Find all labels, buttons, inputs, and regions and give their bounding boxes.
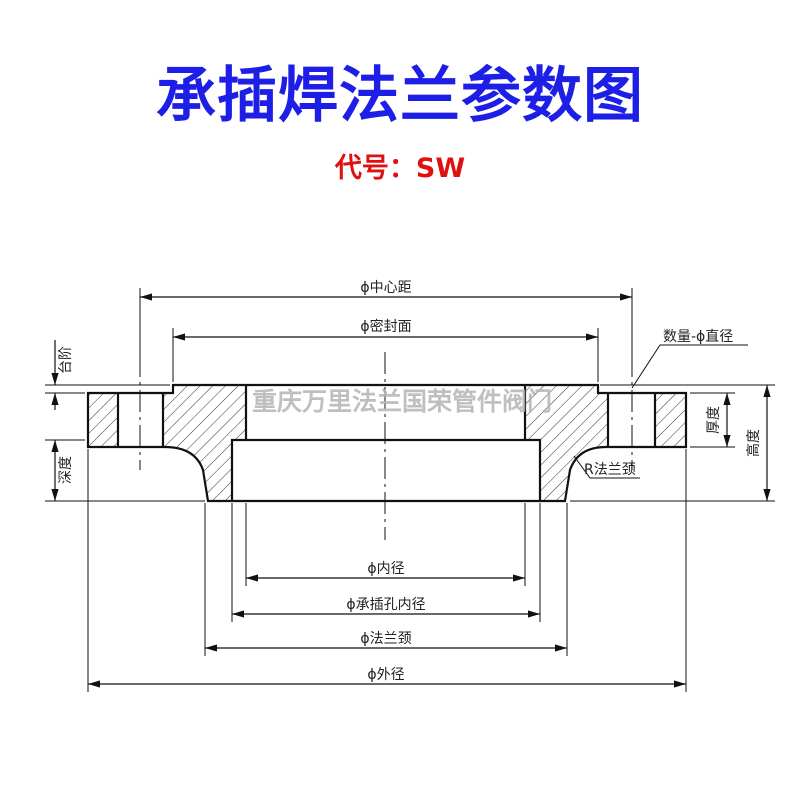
neck-radius-leader <box>573 455 640 479</box>
hatch-outer-right <box>655 393 686 447</box>
bolt-holes-leader <box>631 344 748 389</box>
depth-label: 深度 <box>58 456 74 484</box>
center-lines <box>139 352 633 540</box>
neck-diameter-label: ϕ法兰颈 <box>360 631 411 647</box>
inner-diameter-label: ϕ内径 <box>367 561 404 577</box>
bolt-holes-label: 数量-ϕ直径 <box>663 328 733 345</box>
dimension-lines <box>51 293 771 688</box>
bolt-circle-label: ϕ中心距 <box>360 280 411 296</box>
section-hatching <box>88 385 686 501</box>
thickness-label: 厚度 <box>706 406 722 434</box>
watermark: 重庆万里法兰国荣管件阀门 <box>252 387 552 416</box>
height-label: 高度 <box>745 429 762 457</box>
leaders <box>573 344 748 479</box>
socket-bore-label: ϕ承插孔内径 <box>346 597 425 613</box>
code-label: 代号：SW <box>334 153 466 184</box>
page-title: 承插焊法兰参数图 <box>156 61 644 131</box>
socket-bore-outline <box>230 438 542 501</box>
neck-radius-label: R法兰颈 <box>584 462 636 478</box>
outer-diameter-label: ϕ外径 <box>367 667 404 683</box>
hatch-hub-right <box>525 385 608 501</box>
hatch-hub-left <box>163 385 246 501</box>
step-label: 台阶 <box>58 346 74 374</box>
flange-outline <box>86 383 688 503</box>
hatch-outer-left <box>88 393 118 447</box>
flange-profile <box>86 383 688 503</box>
sealing-face-label: ϕ密封面 <box>360 318 411 335</box>
